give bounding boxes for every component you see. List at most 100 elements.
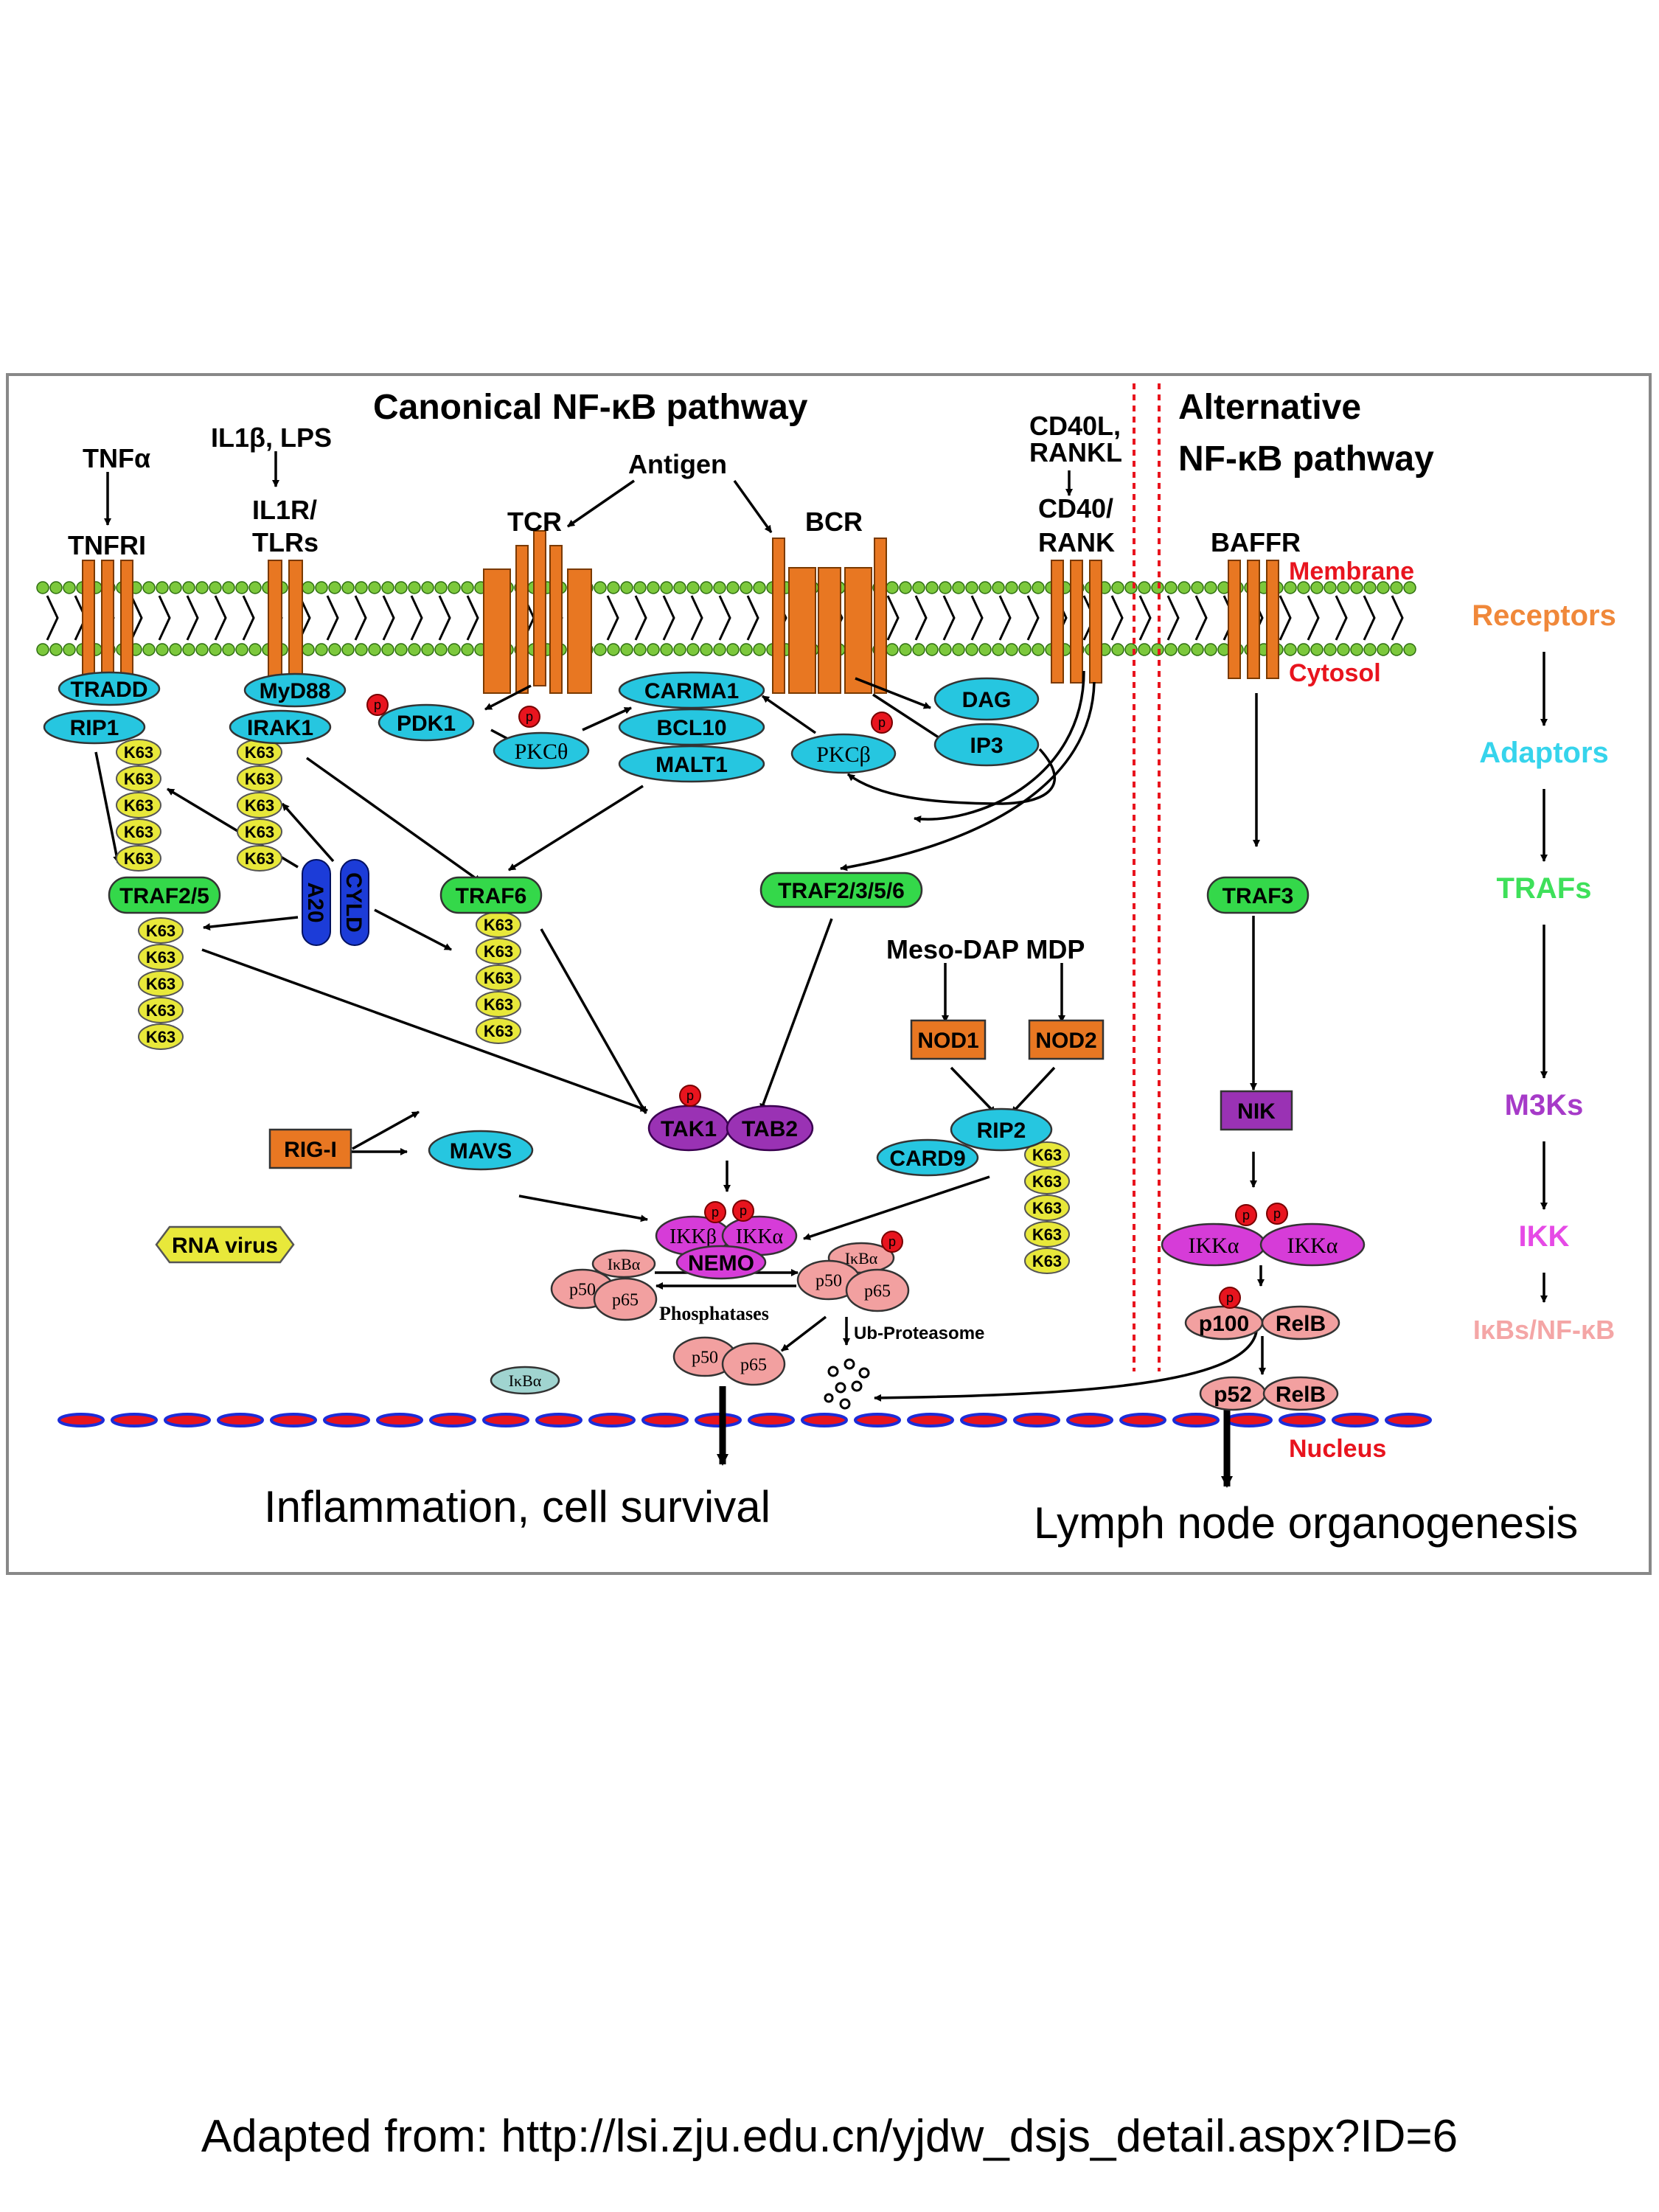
malt1-shape	[618, 745, 765, 783]
il1r-label-2: TLRs	[252, 527, 319, 557]
tcr-label: TCR	[507, 507, 562, 537]
rna-virus-shape	[155, 1225, 295, 1264]
k63-label: K63	[1032, 1225, 1062, 1244]
ikka-alt-2-label: IKKα	[1287, 1234, 1338, 1258]
nik-label: NIK	[1237, 1099, 1276, 1124]
ikka-alt-1-label: IKKα	[1188, 1234, 1239, 1258]
nik-shape	[1220, 1090, 1293, 1131]
phospho-circle	[366, 694, 389, 716]
k63-bead	[138, 997, 184, 1023]
nod1-shape	[910, 1019, 987, 1060]
canonical-title: Canonical NF-κB pathway	[373, 388, 808, 427]
k63-chains: K63K63K63K63K63K63K63K63K63K63K63K63K63K…	[116, 739, 1070, 1274]
legend-item: M3Ks	[1505, 1089, 1584, 1121]
k63-bead	[1024, 1248, 1070, 1274]
pathway-divider	[1133, 383, 1161, 1371]
arrows	[94, 451, 1266, 1402]
phospho-circle	[518, 706, 540, 728]
legend-item: Receptors	[1472, 599, 1616, 632]
baffr-label: BAFFR	[1211, 527, 1301, 557]
tab2-shape	[726, 1105, 814, 1152]
traf25-label: TRAF2/5	[119, 884, 209, 908]
k63-bead	[476, 964, 521, 991]
cd40-label-1: CD40/	[1038, 493, 1113, 524]
k63-bead	[476, 991, 521, 1018]
tnfa-label: TNFα	[83, 443, 150, 473]
k63-label: K63	[1032, 1172, 1062, 1191]
k63-label: K63	[124, 796, 153, 815]
pkc-beta-shape	[790, 733, 897, 774]
k63-label: K63	[124, 743, 153, 762]
p65-left-label: p65	[612, 1291, 639, 1310]
p50-left-label: p50	[569, 1281, 596, 1300]
k63-bead	[116, 818, 161, 845]
k63-bead	[138, 944, 184, 970]
a20-label: A20	[303, 882, 327, 922]
k63-label: K63	[1032, 1252, 1062, 1270]
k63-label: K63	[484, 995, 513, 1014]
traf3-shape	[1206, 876, 1310, 914]
k63-label: K63	[245, 796, 274, 815]
k63-label: K63	[484, 942, 513, 961]
meso-dap-mdp-label: Meso-DAP MDP	[886, 934, 1085, 964]
tnfri-label: TNFRI	[68, 530, 146, 560]
k63-bead	[237, 818, 282, 845]
carma1-label: CARMA1	[644, 679, 739, 703]
k63-bead	[116, 845, 161, 872]
rigi-shape	[268, 1128, 352, 1169]
phospho-label: p	[686, 1088, 694, 1103]
nod2-label: NOD2	[1035, 1029, 1096, 1053]
mavs-label: MAVS	[450, 1139, 512, 1164]
cd40-label-2: RANK	[1038, 527, 1115, 557]
dag-label: DAG	[962, 688, 1012, 712]
phospho-circle	[881, 1231, 903, 1253]
bcr-receptor	[772, 538, 887, 694]
tcr-receptor	[483, 530, 592, 694]
ip3-label: IP3	[970, 734, 1003, 758]
nod2-shape	[1028, 1019, 1105, 1060]
k63-label: K63	[124, 823, 153, 841]
tnfri-receptor	[82, 560, 133, 679]
relb-2-shape	[1262, 1376, 1339, 1411]
bcl10-shape	[618, 708, 765, 746]
cytosol-label: Cytosol	[1289, 659, 1381, 687]
tradd-shape	[58, 671, 161, 706]
il1b-lps-label: IL1β, LPS	[211, 422, 332, 453]
k63-bead	[138, 1023, 184, 1050]
nucleus-label: Nucleus	[1289, 1435, 1386, 1463]
membrane-label: Membrane	[1289, 557, 1414, 585]
ikka-alt-2-shape	[1259, 1222, 1366, 1267]
phospho-circle	[871, 712, 893, 734]
il1r-label-1: IL1R/	[252, 495, 317, 525]
myd88-label: MyD88	[260, 679, 331, 703]
pkc-theta-label: PKCθ	[515, 740, 568, 764]
k63-bead	[116, 792, 161, 818]
k63-label: K63	[245, 743, 274, 762]
p50-right-label: p50	[815, 1272, 842, 1291]
k63-label: K63	[1032, 1199, 1062, 1217]
pkc-beta-label: PKCβ	[816, 742, 871, 767]
ikba-left-label: IκBα	[608, 1255, 641, 1273]
cd40l-label-2: RANKL	[1029, 437, 1122, 467]
k63-label: K63	[245, 849, 274, 868]
phospho-label: p	[374, 698, 381, 712]
k63-bead	[476, 1018, 521, 1044]
ip3-shape	[933, 723, 1040, 767]
phospho-label: p	[1226, 1290, 1234, 1305]
ikba-lone-label: IκBα	[509, 1371, 542, 1390]
rip2-shape	[950, 1107, 1053, 1152]
phospho-circle	[1266, 1203, 1288, 1225]
phospho-circle	[1219, 1287, 1241, 1309]
p65-free-shape	[721, 1342, 786, 1386]
k63-bead	[476, 938, 521, 964]
p52-label: p52	[1214, 1382, 1252, 1407]
proteasome-fragments	[824, 1358, 870, 1410]
phospho-circle	[732, 1200, 754, 1222]
k63-label: K63	[245, 823, 274, 841]
alternative-title-1: Alternative	[1178, 388, 1361, 427]
card9-label: CARD9	[889, 1147, 965, 1171]
